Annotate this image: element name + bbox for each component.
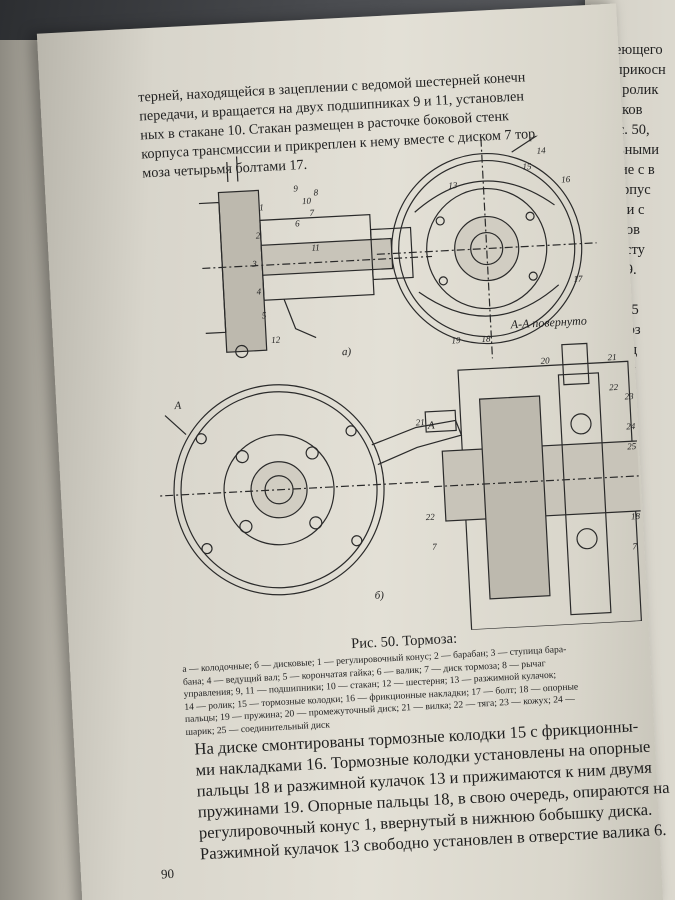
part-number-label: 13	[448, 180, 458, 191]
part-number-label: 7	[309, 207, 315, 218]
arrow-label-left: А	[174, 399, 182, 413]
part-number-label: 21	[607, 351, 617, 363]
part-number-label: 16	[560, 174, 571, 185]
drum-brake-front	[376, 131, 597, 359]
part-number-label: 22	[608, 381, 619, 393]
figure-label-a: а)	[341, 345, 352, 359]
part-number-label: 24	[625, 421, 636, 432]
part-number-label: 14	[536, 145, 546, 156]
part-number-label: 7	[431, 541, 437, 552]
part-number-label: 2	[255, 230, 261, 241]
part-number-label: 8	[313, 187, 319, 198]
part-number-label: 18	[481, 333, 491, 344]
part-number-label: 1	[258, 202, 264, 213]
figure-label-b: б)	[374, 589, 385, 602]
part-number-label: 25	[626, 440, 637, 452]
part-number-label: 23	[624, 391, 634, 402]
disc-brake-front	[149, 384, 463, 596]
page-number: 90	[160, 865, 175, 882]
part-number-label: 15	[522, 161, 532, 172]
part-number-label: 22	[425, 511, 435, 523]
disc-brake-section	[434, 342, 647, 631]
part-number-label: 17	[573, 273, 583, 285]
part-number-label: 12	[270, 334, 281, 345]
part-number-label: 21	[415, 417, 425, 428]
part-number-label: 9	[293, 183, 299, 194]
drum-brake-section	[198, 156, 433, 359]
part-number-label: 19	[451, 335, 461, 346]
part-number-label: 6	[294, 218, 300, 229]
part-number-label: 11	[311, 242, 321, 253]
part-number-label: 18	[630, 510, 641, 522]
part-number-label: 7	[632, 541, 638, 552]
part-number-label: 20	[540, 355, 550, 366]
figure-drawing	[149, 131, 647, 631]
part-number-label: 3	[251, 258, 257, 269]
part-number-label: 5	[261, 310, 267, 321]
book-page: терней, находящейся в зацеплении с ведом…	[36, 3, 670, 900]
part-number-label: 10	[301, 195, 312, 207]
part-number-label: 4	[256, 286, 262, 297]
arrow-label-right: А	[427, 419, 435, 432]
body-paragraph: На диске смонтированы тормозные колодки …	[194, 714, 670, 864]
